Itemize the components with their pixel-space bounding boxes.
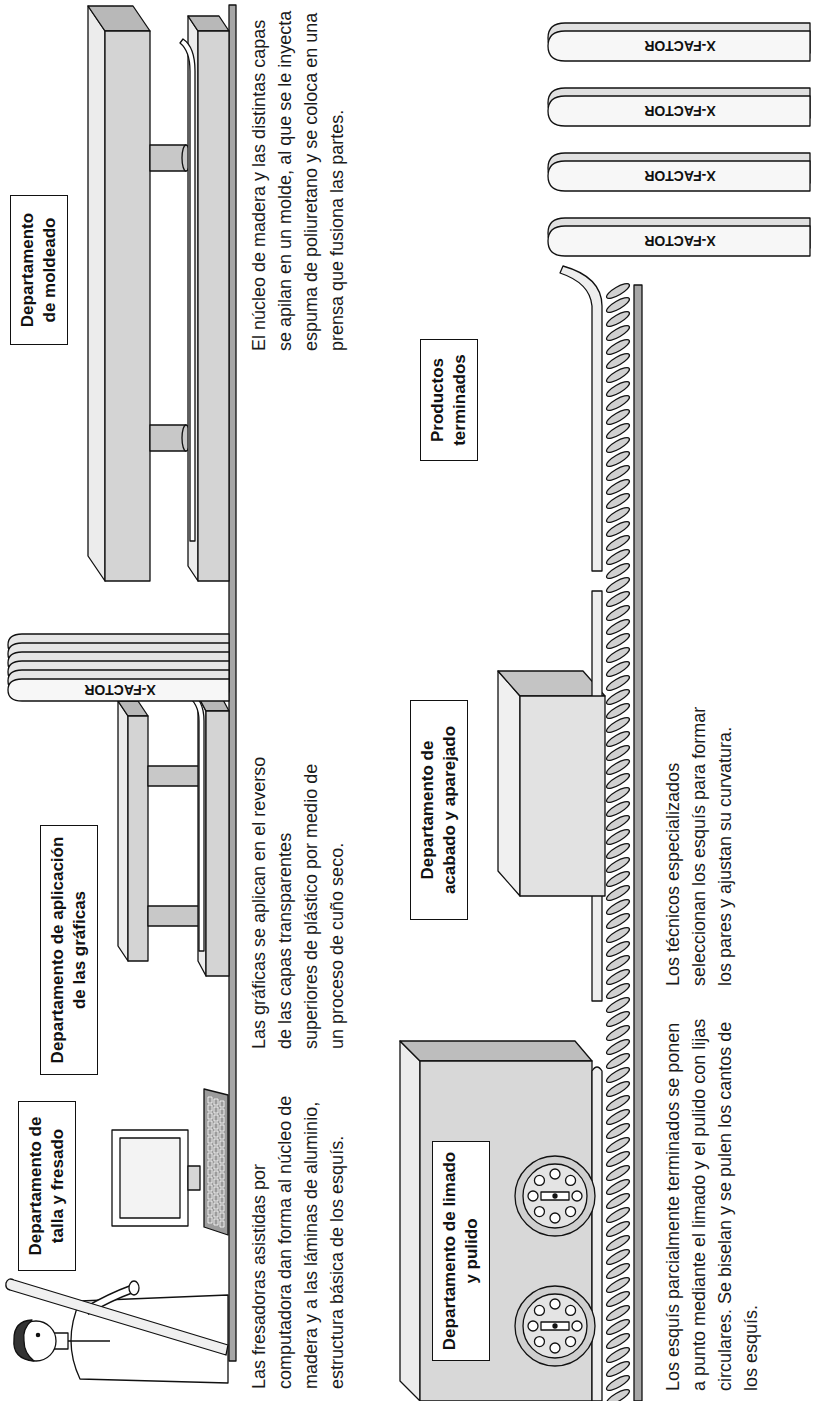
ski-blank bbox=[6, 1279, 228, 1355]
process-note: Los técnicos especializados seleccionan … bbox=[660, 696, 738, 986]
moulding-press bbox=[88, 6, 229, 581]
department-box: Departamento de aplicación de las gráfic… bbox=[40, 825, 98, 1075]
process-note: Los esquís parcialmente terminados se po… bbox=[660, 1011, 764, 1391]
brand-name: X-FACTOR bbox=[644, 38, 715, 54]
brand-name: X-FACTOR bbox=[644, 233, 715, 249]
work-table bbox=[229, 5, 236, 1361]
department-name: Productos terminados bbox=[427, 348, 471, 452]
process-note: Las fresadoras asistidas por computadora… bbox=[246, 1059, 350, 1389]
finishing-machine bbox=[498, 671, 605, 896]
ski-on-conveyor bbox=[560, 266, 602, 571]
department-box: Productos terminados bbox=[420, 339, 478, 461]
finishing-machine bbox=[520, 696, 605, 896]
department-box: Departamento de limado y pulido bbox=[432, 1141, 490, 1361]
brand-name: X-FACTOR bbox=[644, 168, 715, 184]
ski-on-conveyor bbox=[592, 1067, 602, 1401]
department-name: Departamento de aplicación de las gráfic… bbox=[47, 834, 91, 1066]
process-note: El núcleo de madera y las distintas capa… bbox=[246, 6, 350, 351]
department-box: Departamento de talla y fresado bbox=[18, 1101, 76, 1271]
department-box: Departamento de acabado y aparejado bbox=[410, 700, 468, 920]
polishing-machine bbox=[400, 1041, 592, 1401]
department-name: Departamento de acabado y aparejado bbox=[417, 709, 461, 911]
sanding-wheels bbox=[515, 1156, 595, 1366]
brand-name: X-FACTOR bbox=[644, 103, 715, 119]
finished-skis bbox=[548, 23, 810, 256]
graphics-press bbox=[118, 691, 229, 976]
computer bbox=[112, 1089, 228, 1235]
conveyor-rail bbox=[634, 285, 642, 1401]
brand-name: X-FACTOR bbox=[84, 682, 155, 698]
department-name: Departamento de moldeado bbox=[17, 204, 61, 336]
department-box: Departamento de moldeado bbox=[10, 195, 68, 345]
roller-conveyor bbox=[605, 281, 632, 1401]
ski-stack bbox=[8, 634, 229, 701]
process-note: Las gráficas se aplican en el reverso de… bbox=[246, 749, 350, 1049]
department-name: Departamento de limado y pulido bbox=[439, 1150, 483, 1352]
department-name: Departamento de talla y fresado bbox=[25, 1110, 69, 1262]
